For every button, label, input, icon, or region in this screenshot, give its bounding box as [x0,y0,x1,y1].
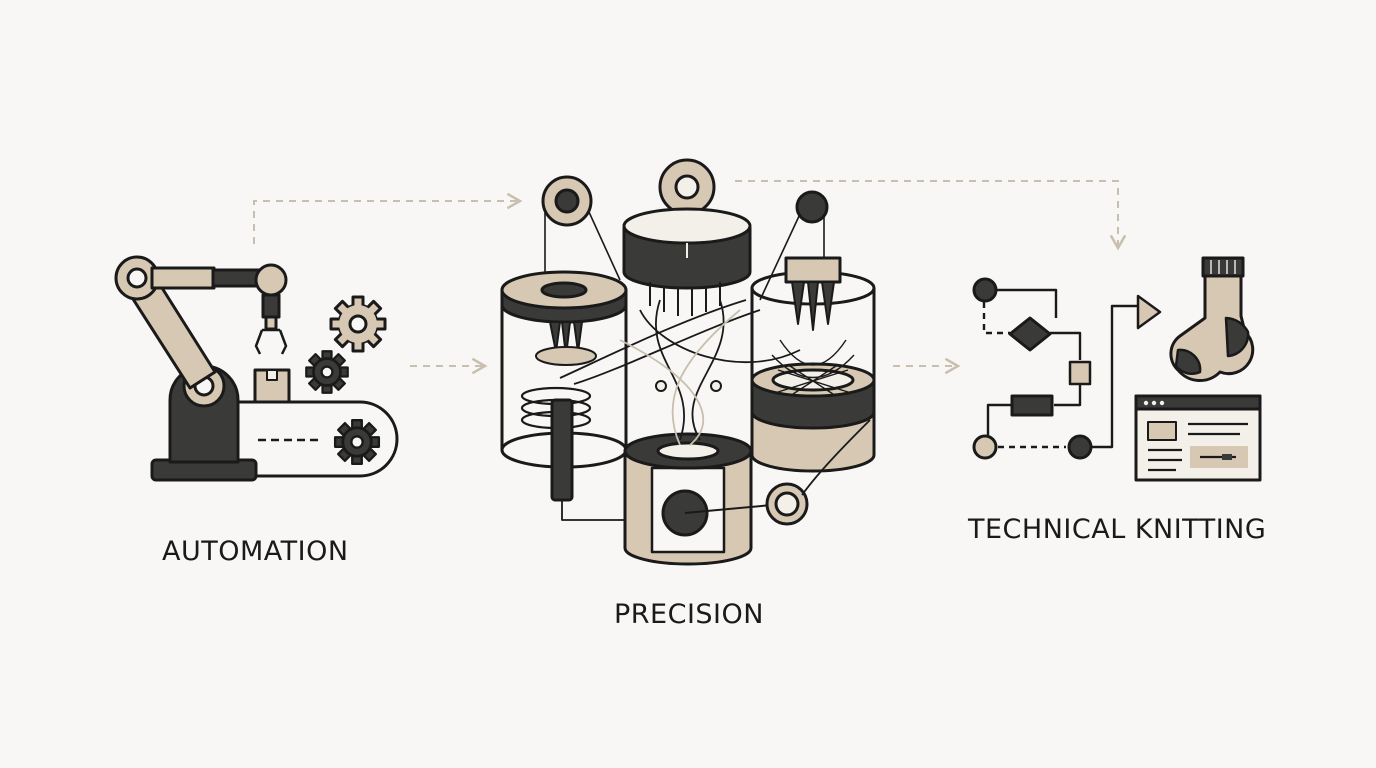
sock-icon [1169,256,1255,383]
cylinder-icon-center-top [622,207,752,316]
needle-icon-center [649,282,721,316]
label-precision: PRECISION [614,599,764,630]
flow-arrows [253,180,1127,375]
cylinder-icon-left [500,270,628,502]
thread-icon [559,299,871,521]
spool-icon-center [658,158,716,216]
browser-window-icon [1134,394,1262,482]
flowchart-icon [972,277,1162,460]
robot-arm-icon [114,255,288,482]
label-automation: AUTOMATION [162,536,349,567]
arrow-automation-to-precision-top [253,192,523,244]
gear-icon-middle [304,349,350,395]
gear-icon-large [329,295,387,353]
box-icon [253,368,291,404]
needle-icon-left [549,321,583,357]
cylinder-icon-center-bottom [623,432,809,566]
label-technical-knitting: TECHNICAL KNITTING [968,514,1267,545]
spool-icon-right [795,190,829,224]
precision-illustration [500,158,876,566]
gear-icon-conveyor [333,418,381,466]
technical-knitting-illustration [972,256,1262,482]
arrow-precision-to-knitting-top [735,180,1127,251]
cylinder-icon-right [750,256,876,473]
spool-icon-left [541,175,593,227]
automation-illustration [114,255,399,482]
